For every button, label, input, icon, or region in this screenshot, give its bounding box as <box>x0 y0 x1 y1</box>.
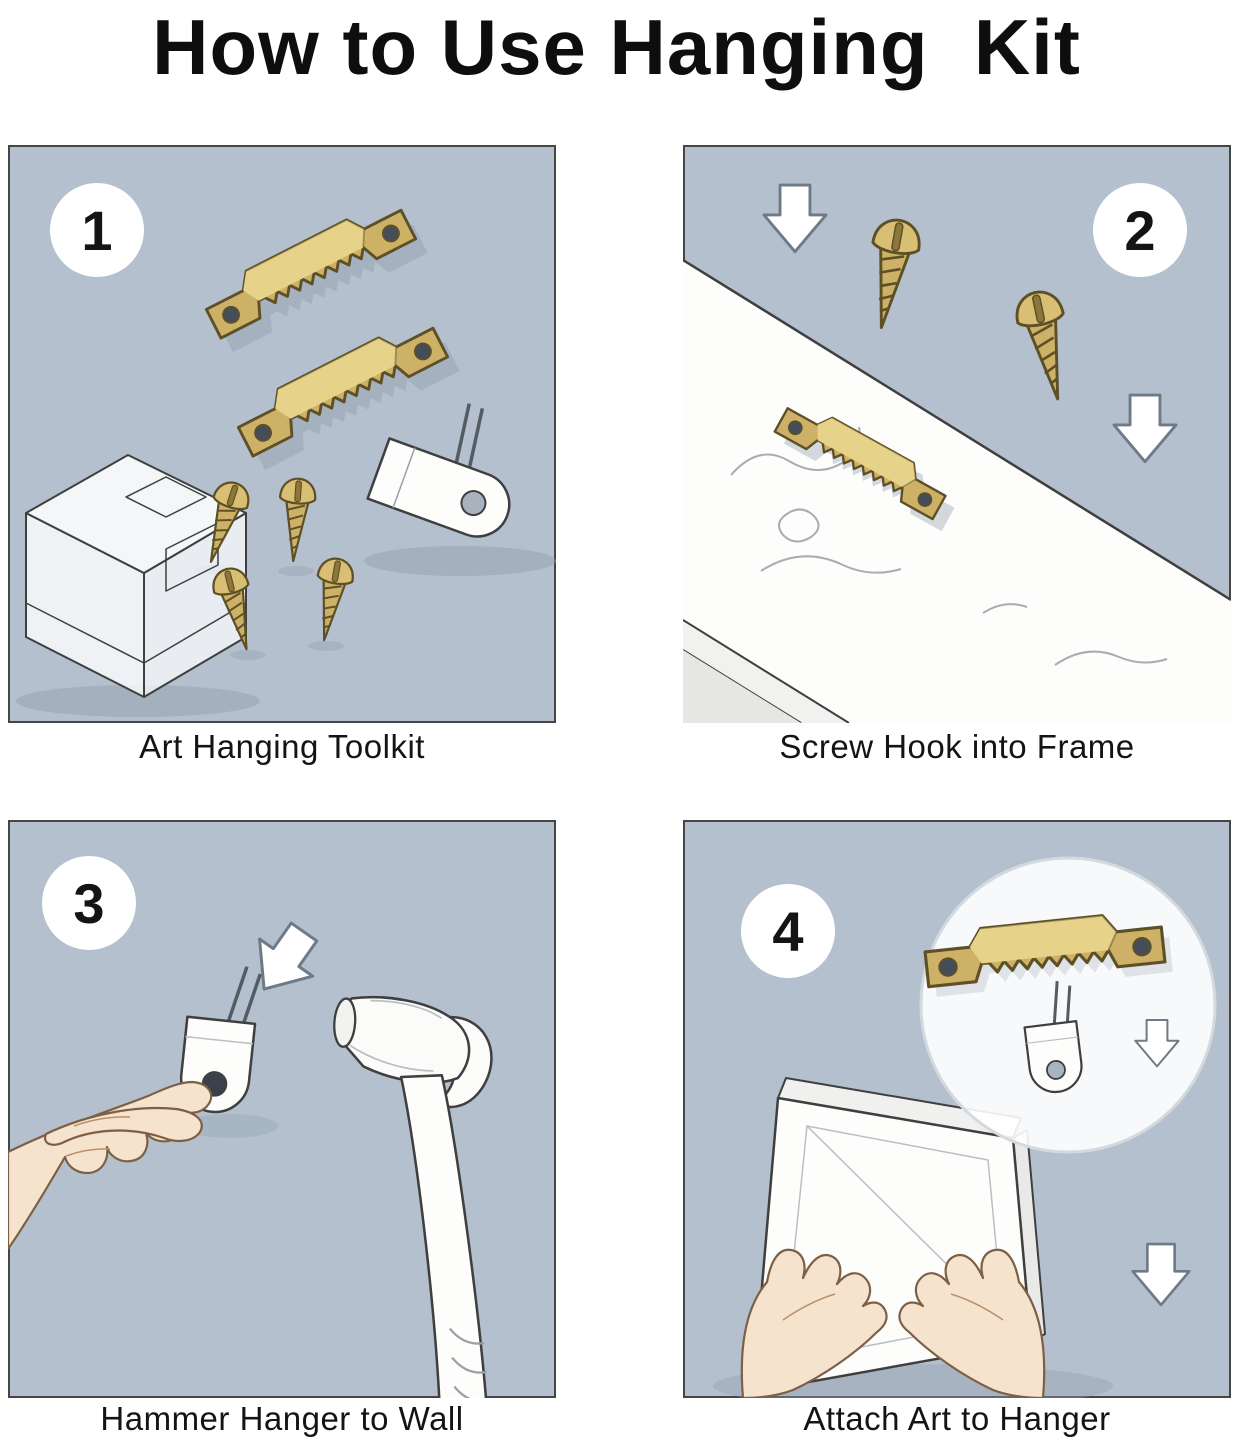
page-title: How to Use Hanging Kit <box>152 3 1081 91</box>
wall-hook <box>366 403 511 538</box>
panel-step-1: 1 <box>8 145 556 723</box>
step-number-badge: 3 <box>42 856 136 950</box>
step-number: 3 <box>73 871 105 935</box>
panel-step-2: 2 <box>683 145 1231 723</box>
wall-hanger <box>1023 981 1083 1094</box>
step-number-badge: 4 <box>741 884 835 978</box>
panel-caption-3: Hammer Hanger to Wall <box>100 1400 464 1437</box>
hand <box>8 1080 213 1251</box>
step-number: 4 <box>772 899 804 963</box>
panel-caption-4: Attach Art to Hanger <box>803 1400 1111 1437</box>
panel-caption-1: Art Hanging Toolkit <box>139 728 425 765</box>
storage-box <box>25 454 247 698</box>
panel-step-3: 3 <box>8 820 556 1398</box>
frame-plank <box>683 258 1231 723</box>
panel-caption-2: Screw Hook into Frame <box>779 728 1135 765</box>
step-number: 2 <box>1124 198 1156 262</box>
zoom-detail-circle <box>919 856 1217 1154</box>
step-number-badge: 1 <box>50 183 144 277</box>
hammer <box>333 995 493 1398</box>
step-number: 1 <box>81 198 113 262</box>
hand <box>898 1248 1046 1398</box>
toolkit-illustration <box>8 145 556 723</box>
panel-step-4: 4 <box>683 820 1231 1398</box>
hammer-to-wall-illustration <box>8 820 556 1398</box>
hand <box>740 1248 888 1398</box>
step-number-badge: 2 <box>1093 183 1187 277</box>
